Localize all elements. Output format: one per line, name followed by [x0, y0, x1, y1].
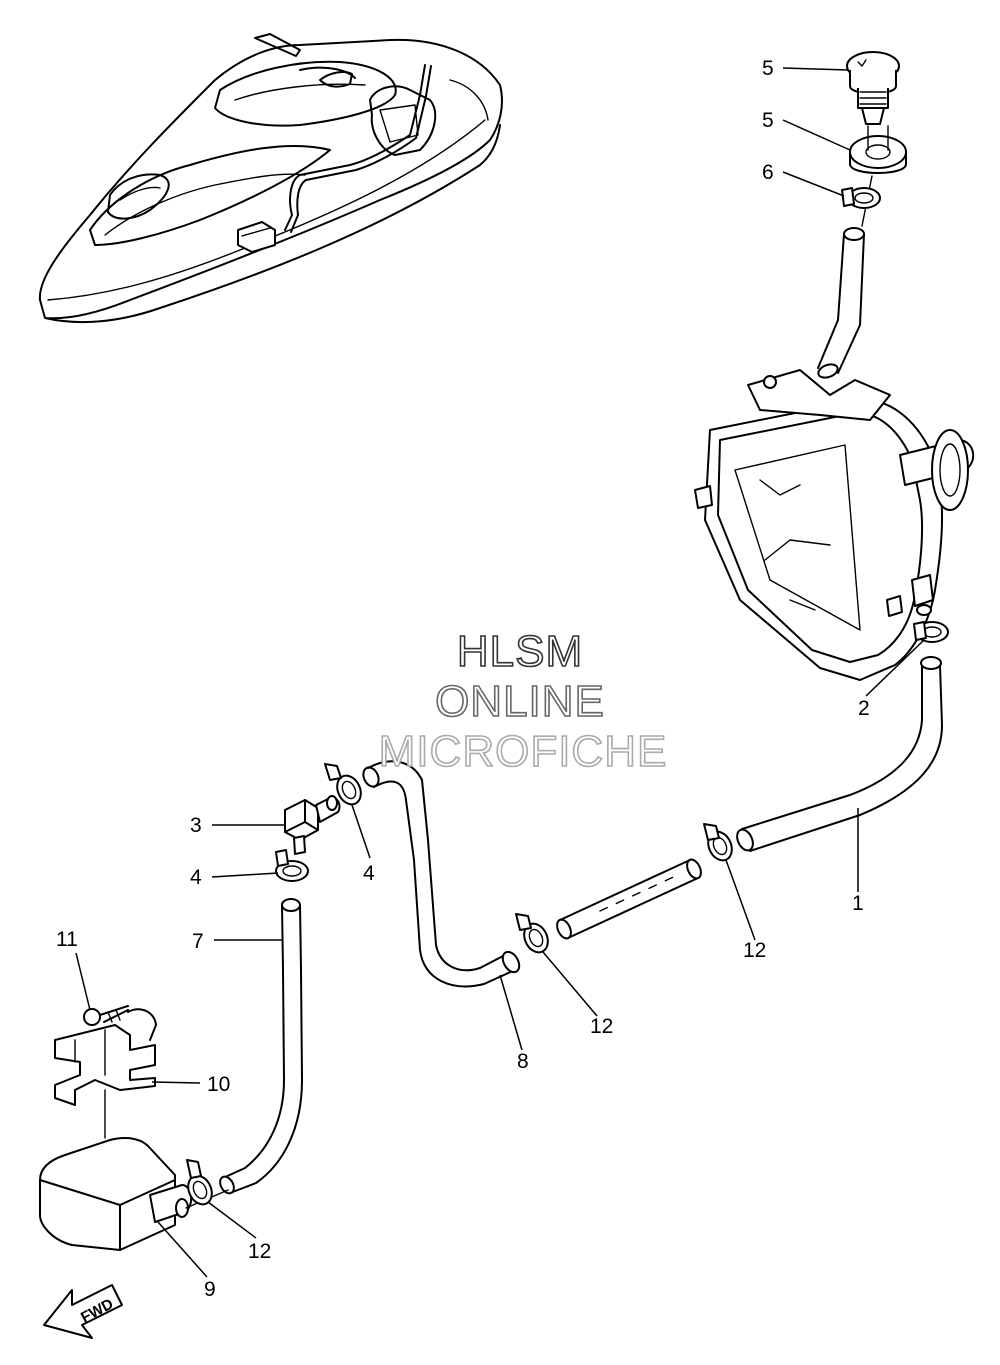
clamp-2	[913, 621, 949, 643]
hose-right-long	[736, 656, 943, 852]
callout-12-a: 12	[248, 1240, 271, 1263]
clamp-12-b	[515, 913, 549, 954]
clamp-8	[841, 187, 881, 209]
clamp-4-left	[275, 849, 309, 882]
water-lock-box	[39, 1137, 193, 1251]
watermark-line-3: MICROFICHE	[379, 727, 668, 776]
check-valve	[284, 795, 341, 855]
callout-labels: 5 5 6 2 1 3 4 4 7 11 10 8 12 12 12 9	[56, 57, 870, 1301]
pilot-outlet-cap	[846, 51, 900, 125]
callout-6: 5	[762, 57, 774, 80]
callout-10: 10	[207, 1073, 230, 1096]
callout-11: 11	[56, 928, 78, 951]
fwd-direction-arrow: FWD	[43, 1284, 123, 1339]
watermark-line-1: HLSM	[457, 627, 583, 676]
hose-clamps	[186, 187, 949, 1206]
joint-pipe	[556, 858, 702, 940]
jet-pump-housing	[694, 369, 975, 681]
callout-8: 6	[762, 161, 774, 184]
watermark: HLSM ONLINE MICROFICHE	[378, 626, 668, 777]
callout-12-c: 12	[743, 939, 766, 962]
callout-9: 9	[204, 1278, 216, 1301]
callout-1: 1	[852, 892, 864, 915]
callout-4-b: 4	[363, 862, 375, 885]
watercraft-overview	[38, 33, 503, 324]
callout-5-b: 8	[517, 1050, 529, 1073]
leader-lines	[75, 67, 925, 1278]
self-tapping-screw	[83, 1005, 129, 1026]
callout-3: 3	[190, 814, 202, 837]
bracket	[54, 1008, 157, 1139]
callout-4-a: 4	[190, 866, 202, 889]
callout-5-a: 7	[192, 930, 204, 953]
clamp-12-c	[703, 823, 733, 862]
clamp-12-a	[186, 1159, 213, 1206]
grommet	[849, 125, 907, 174]
callout-7: 5	[762, 109, 774, 132]
hose-center	[362, 760, 521, 988]
hose-left-vertical	[185, 898, 303, 1209]
clamp-4-center	[324, 763, 362, 806]
watermark-line-2: ONLINE	[435, 677, 605, 726]
callout-2: 2	[858, 697, 870, 720]
callout-12-b: 12	[590, 1015, 613, 1038]
